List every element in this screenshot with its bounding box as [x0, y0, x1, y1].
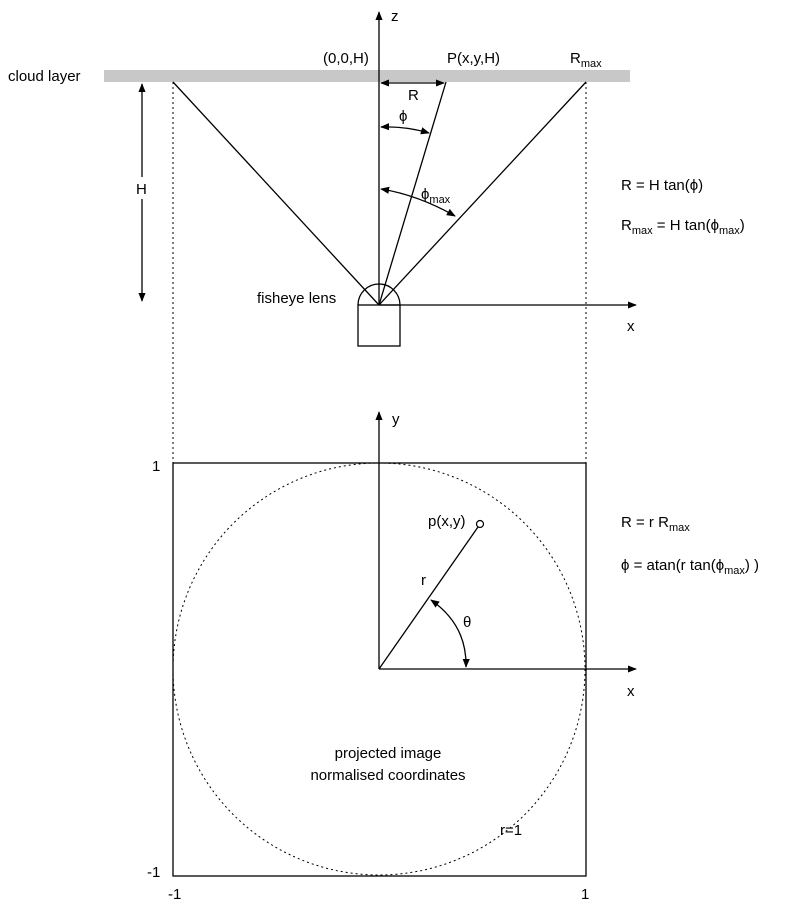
x-tick-neg-one: -1 — [168, 886, 181, 903]
theta-angle-arc — [430, 599, 470, 668]
point-p-label: p(x,y) — [428, 513, 466, 530]
H-label-background — [132, 177, 152, 199]
phi-angle-arc — [380, 123, 430, 135]
equation-Rmax: Rmax = H tan(ϕmax) — [621, 217, 745, 237]
H-label: H — [136, 181, 147, 198]
z-axis-label: z — [391, 8, 399, 25]
x-axis-top-label: x — [627, 318, 635, 335]
cloud-layer-band — [104, 70, 630, 82]
r-vector-line — [378, 526, 479, 670]
equation-phi: ϕ = atan(r tan(ϕmax) ) — [621, 557, 759, 577]
r-label: r — [421, 572, 426, 589]
equation-R-r: R = r Rmax — [621, 514, 690, 534]
rmax-top-label: Rmax — [570, 50, 602, 70]
y-tick-one: 1 — [152, 458, 160, 475]
r-equals-one-label: r=1 — [500, 822, 522, 839]
phimax-angle-arc — [380, 186, 456, 217]
x-axis-bottom-label: x — [627, 683, 635, 700]
ray-right-edge — [378, 81, 587, 306]
origin-top-label: (0,0,H) — [323, 50, 369, 67]
ray-left-edge — [172, 81, 380, 306]
fisheye-lens-dome — [357, 283, 401, 306]
point-P-label: P(x,y,H) — [447, 50, 500, 67]
R-label: R — [408, 87, 419, 104]
phi-label: ϕ — [399, 108, 407, 125]
fisheye-lens-label: fisheye lens — [257, 290, 336, 307]
x-tick-one: 1 — [581, 886, 589, 903]
theta-label: θ — [463, 614, 471, 631]
fisheye-lens-body — [357, 304, 401, 347]
cloud-layer-label: cloud layer — [8, 68, 81, 85]
equation-R: R = H tan(ϕ) — [621, 177, 703, 194]
y-axis-label: y — [392, 411, 400, 428]
point-p-marker — [475, 519, 485, 529]
phimax-label: ϕmax — [421, 186, 451, 206]
normalised-coordinates-label: normalised coordinates — [310, 767, 465, 784]
projected-image-label: projected image — [335, 745, 442, 762]
y-tick-neg-one: -1 — [147, 864, 160, 881]
